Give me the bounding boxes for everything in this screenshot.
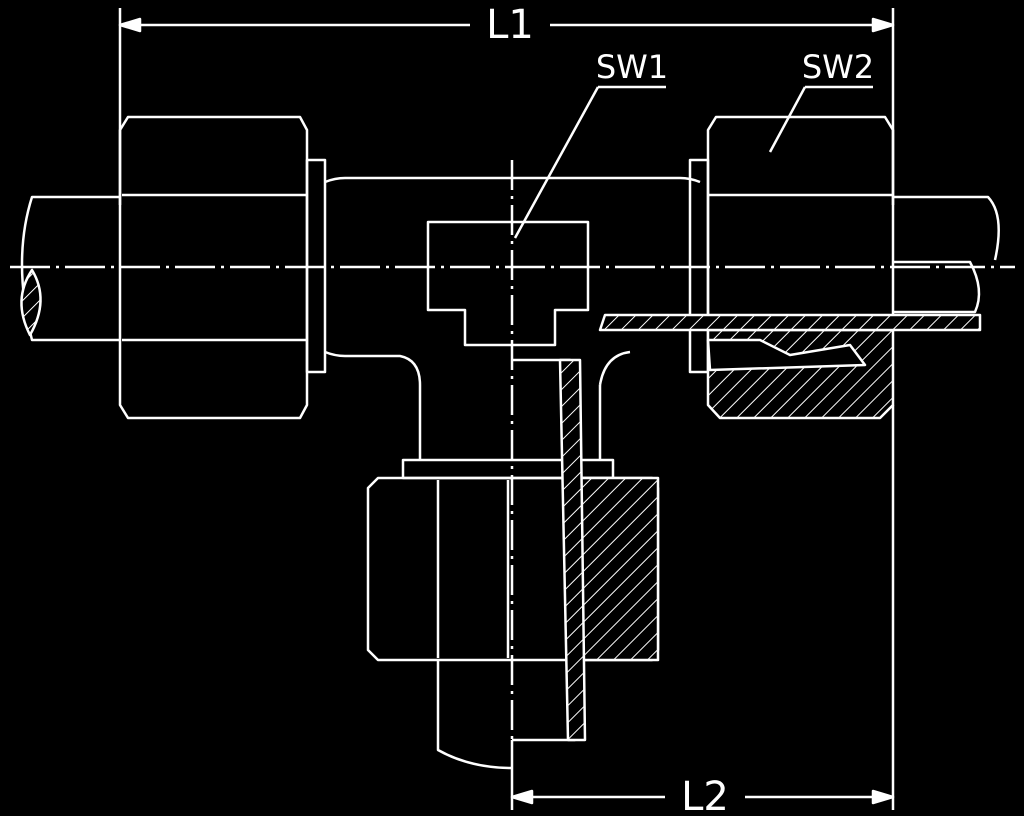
label-sw1: SW1 [596,48,668,86]
label-l2: L2 [681,774,729,816]
bottom-tube [436,358,587,770]
leader-sw2 [768,85,873,153]
dimension-l2 [510,405,895,810]
bottom-nut [366,458,660,662]
label-l1: L1 [486,2,534,48]
left-tube [20,195,120,342]
right-tube [598,195,1000,332]
leader-sw1 [513,85,666,239]
center-port [426,160,590,740]
label-sw2: SW2 [802,48,874,86]
